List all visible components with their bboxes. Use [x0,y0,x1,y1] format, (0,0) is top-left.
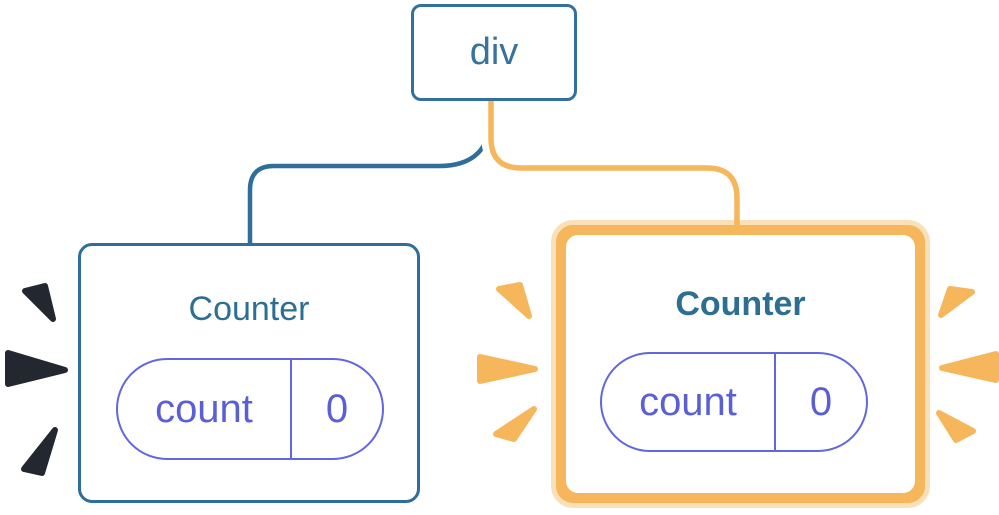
counter-card-2: Counter count 0 [551,220,930,508]
spark-icon [477,354,538,384]
spark-icon [938,286,975,318]
state-key-label: count [118,360,292,458]
spark-icon [939,351,999,383]
state-value: 0 [809,379,833,424]
edge-div-to-counter-2-casing [481,101,747,224]
spark-icon [493,406,537,442]
spark-icon [936,410,976,443]
state-key-label: count [602,354,776,450]
counter-card-1-title: Counter [188,290,310,328]
tree-node-div-label: div [469,31,519,73]
edge-div-to-counter-1 [247,101,494,246]
counter-card-2-title: Counter [675,285,806,323]
edge-div-to-counter-2 [488,101,740,224]
counter-card-2-inner: Counter count 0 [566,235,915,493]
counter-card-2-state-pill: count 0 [600,352,868,452]
spark-icon [21,427,58,476]
spark-icon [22,283,56,322]
tree-node-div: div [411,4,577,101]
counter-card-1: Counter count 0 [78,243,420,503]
spark-icon [496,282,532,319]
state-value: 0 [325,386,349,431]
spark-icon [5,350,68,387]
counter-card-1-state-pill: count 0 [116,358,384,460]
